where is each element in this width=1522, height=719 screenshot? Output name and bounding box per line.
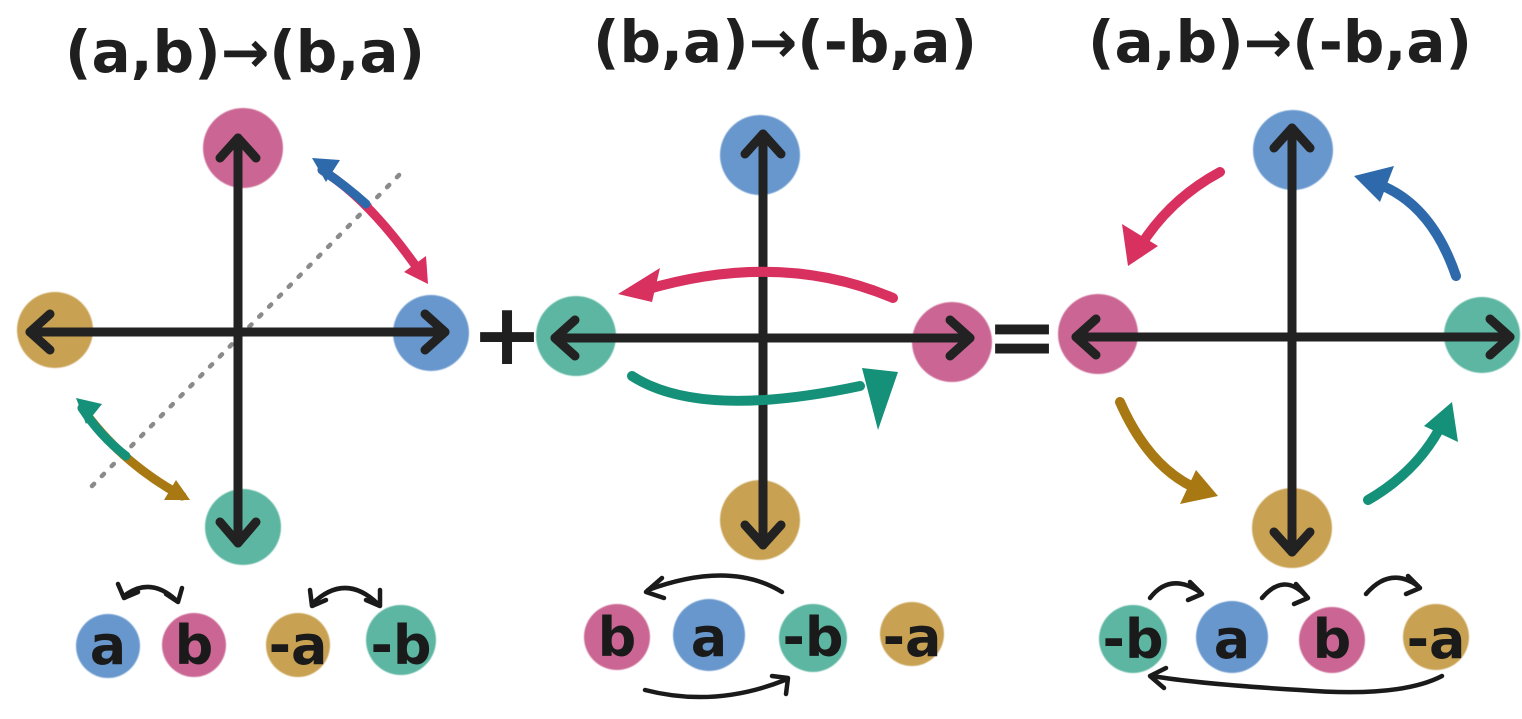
seq-left-label-1: a (90, 614, 126, 677)
seq-left-ball-4 (366, 605, 436, 675)
rotate-arrow-bottom-right (1363, 415, 1449, 505)
seq-middle-arrow-top-head (643, 575, 667, 601)
title-right: (a,b)→(-b,a) (1088, 8, 1472, 76)
arrowhead-right (420, 309, 450, 355)
seq-right-label-1: -b (1102, 608, 1163, 671)
arrowhead-down (1269, 527, 1315, 557)
swap-arrowhead-bottom-end (164, 480, 190, 500)
rotate-arrow-top-left (1133, 167, 1225, 255)
seq-left-ball-2 (162, 613, 226, 677)
seq-middle-ball-3 (779, 604, 847, 672)
arrowhead-up (740, 129, 786, 159)
seq-left-swap-1-head-a (115, 581, 141, 601)
seq-left-ball-3 (266, 613, 330, 677)
arrowhead-up (1269, 123, 1315, 153)
arrowhead-down (215, 517, 261, 548)
seq-right-label-2: a (1214, 608, 1250, 671)
title-middle: (b,a)→(-b,a) (593, 8, 977, 76)
panel-left: a b -a -b (17, 108, 469, 678)
flip-arrowhead-top (618, 268, 660, 302)
seq-right-shift-2-head (1291, 581, 1311, 607)
plus-sign: + (471, 285, 543, 385)
rotate-arrow-bottom-left (1115, 397, 1205, 495)
seq-left-label-4: -b (370, 614, 431, 677)
swap-arrow-bottom-green-half (77, 403, 131, 461)
flip-arrow-bottom (627, 371, 865, 406)
swap-arrowhead-top-end (404, 256, 428, 284)
arrowhead-down (740, 520, 786, 550)
seq-left-swap-1-head-b (163, 585, 185, 605)
arrowhead-left (25, 309, 55, 355)
arrowhead-up (215, 133, 261, 163)
seq-right-wrap-head (1147, 665, 1169, 691)
rotate-arrowhead-bottom-right (1424, 402, 1458, 442)
title-left: (a,b)→(b,a) (65, 18, 425, 86)
rotate-arrowhead-top-left (1122, 224, 1158, 266)
panel-right: -b a b -a (1058, 110, 1520, 695)
flip-arrowhead-bottom (862, 368, 898, 430)
seq-left-label-3: -a (269, 614, 328, 677)
seq-left-swap-2-head-b (363, 587, 383, 609)
equals-sign: = (986, 287, 1058, 387)
seq-middle-label-4: -a (883, 606, 942, 669)
swap-arrow-bottom (77, 403, 187, 501)
rotate-arrowhead-bottom-left (1180, 470, 1218, 504)
rotate-arrowhead-top-right (1354, 166, 1394, 202)
ball-teal-bottom (205, 489, 281, 565)
arrowhead-right (945, 315, 975, 361)
seq-right-wrap (1149, 673, 1445, 695)
panel-middle: b a -b -a (536, 115, 992, 700)
seq-middle-ball-2 (673, 599, 745, 671)
flip-arrow-top (640, 266, 898, 303)
seq-middle-arrow-bottom (642, 677, 788, 700)
seq-middle-label-2: a (691, 606, 727, 669)
seq-middle-arrow-top (645, 573, 785, 595)
seq-middle-ball-1 (584, 604, 650, 670)
arrowhead-left (1071, 314, 1101, 360)
seq-right-ball-4 (1403, 604, 1469, 670)
seq-left-ball-1 (76, 614, 140, 678)
seq-left-label-2: b (175, 614, 214, 677)
arrowhead-left (550, 315, 580, 361)
arrowhead-right (1485, 314, 1515, 360)
seq-right-label-4: -a (1407, 608, 1466, 671)
swap-arrow-top-blue-half (317, 165, 371, 209)
seq-left-swap-2-head-a (307, 587, 329, 609)
seq-right-label-3: b (1313, 608, 1352, 671)
rotate-arrow-top-right (1367, 177, 1461, 281)
seq-right-ball-1 (1099, 605, 1167, 673)
seq-middle-arrow-bottom-head (769, 673, 791, 697)
seq-middle-label-3: -b (782, 606, 843, 669)
seq-right-ball-3 (1299, 607, 1365, 673)
seq-middle-label-1: b (598, 606, 637, 669)
seq-right-ball-2 (1196, 601, 1268, 673)
seq-right-shift-3-head (1403, 573, 1423, 597)
seq-middle-ball-4 (880, 602, 944, 666)
seq-right-shift-1-head (1185, 579, 1205, 603)
seq-left-swap-2 (309, 585, 381, 607)
